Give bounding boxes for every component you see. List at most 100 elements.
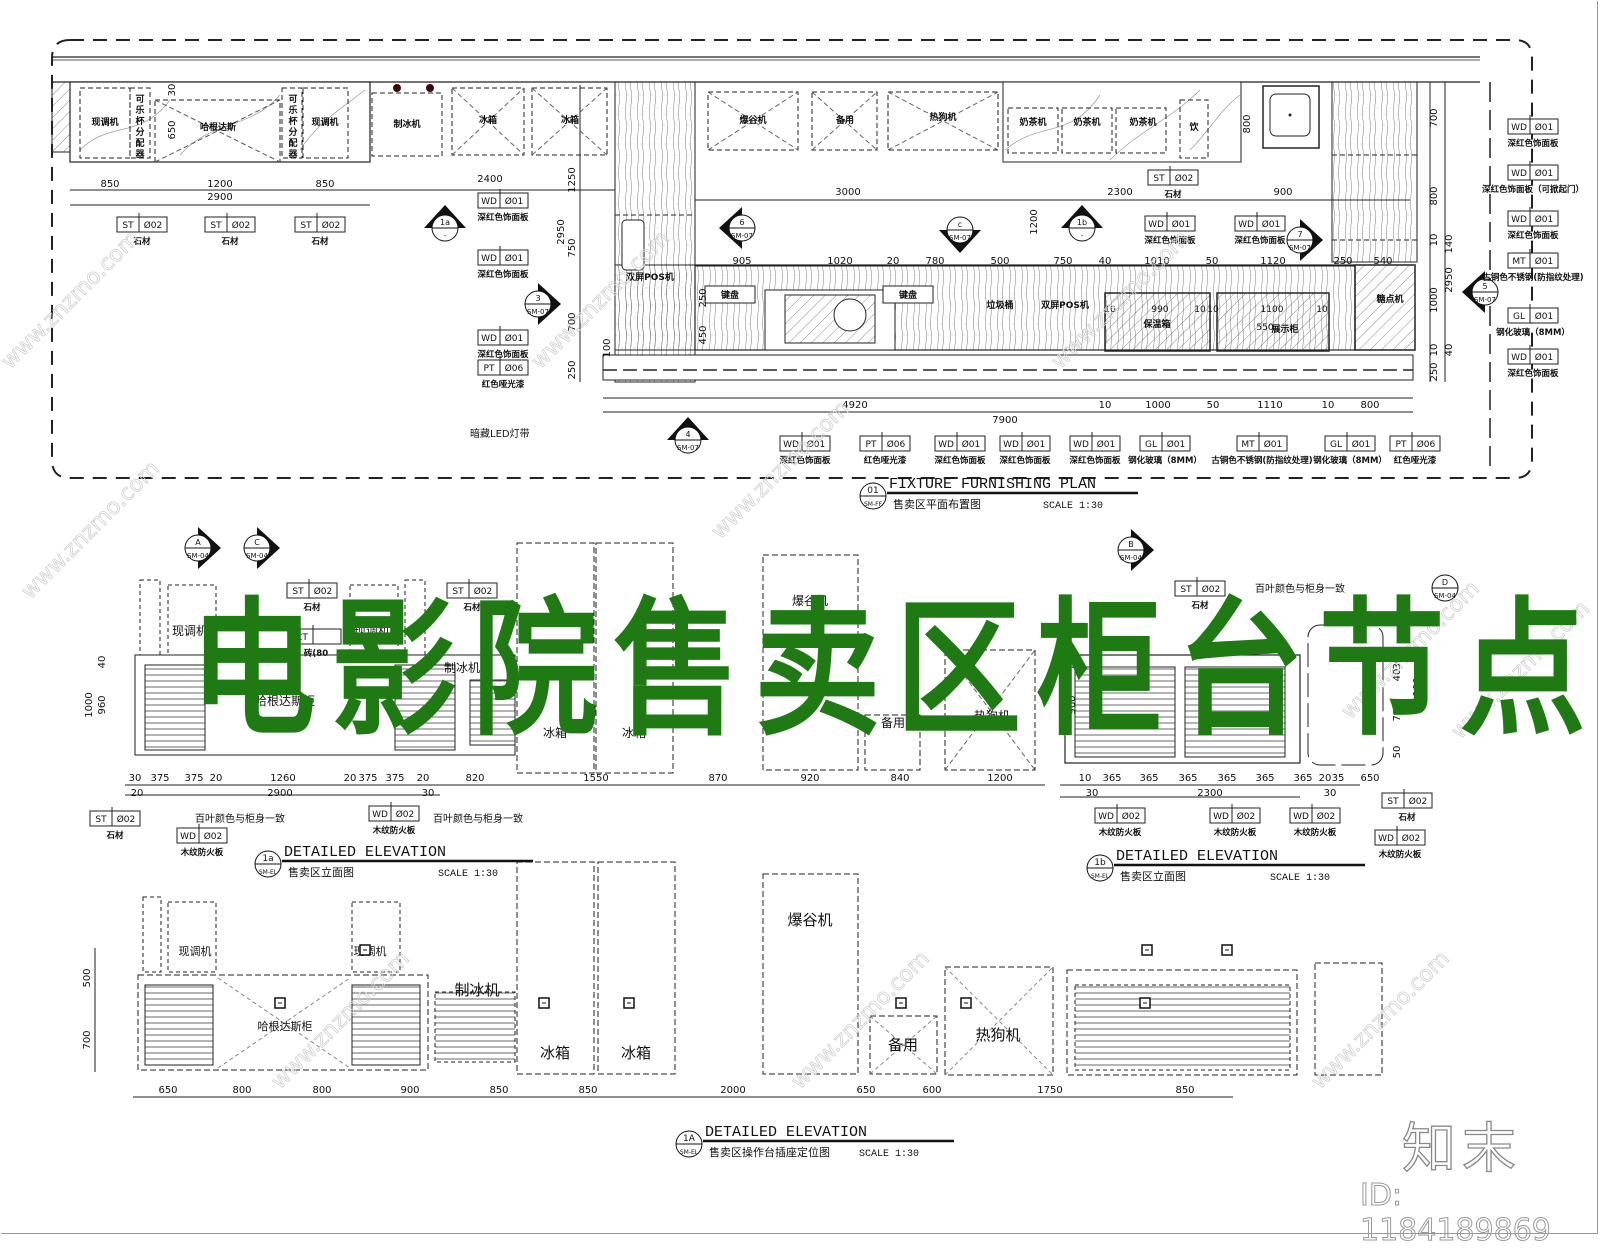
section-marker-7[interactable]: 7SM-07 (1286, 219, 1323, 261)
electrical-socket-icon (1139, 997, 1151, 1009)
back-counter-stone (69, 81, 371, 163)
dimension-text: 800 (1242, 114, 1253, 133)
material-code: PT (1396, 440, 1407, 450)
back-counter-item-label: 现调机 (311, 116, 338, 128)
material-code: WD (938, 440, 954, 450)
dimension-text: 700 (567, 312, 578, 331)
dimension-text: 20 (417, 773, 430, 784)
marker-sheet: SM-07 (731, 232, 753, 240)
dimension-text: 905 (732, 256, 751, 267)
marker-sheet: SM-07 (1289, 244, 1311, 252)
dimension-text: 1200 (987, 773, 1012, 784)
dimension-text: 40 (1099, 256, 1112, 267)
section-marker-5[interactable]: 5SM-07 (1462, 271, 1499, 313)
dimension-text: 365 (1139, 773, 1158, 784)
material-code: ST (292, 587, 304, 597)
front-counter-item-label: 垃圾桶 (986, 299, 1013, 311)
dimension-text: 750 (567, 238, 578, 257)
material-number: Ø06 (1417, 439, 1436, 450)
elevation-marker-A[interactable]: ASM-04 (184, 527, 221, 569)
dimension-text: 30 (422, 788, 435, 799)
front-counter-item-label: 保温箱 (1142, 318, 1170, 330)
material-number: Ø01 (505, 196, 524, 207)
dimension-text: 250 (698, 288, 709, 307)
elevation-marker-B[interactable]: BSM-04 (1117, 529, 1154, 571)
material-description: 木纹防火板 (1098, 827, 1142, 838)
material-description: 古铜色不锈钢(防指纹处理) (1482, 272, 1583, 283)
material-description: 深红色饰面板 (779, 455, 831, 466)
dimension-text: 375 (385, 773, 404, 784)
dimension-text: 365 (1217, 773, 1236, 784)
front-counter-item-label: 双屏POS机 (1041, 299, 1089, 311)
material-code: WD (1511, 353, 1527, 363)
front-counter-item-label: 键盘 (898, 289, 917, 301)
dimension-text: 30 (129, 773, 142, 784)
dimension-text: 40 (97, 656, 108, 669)
marker-number: 6 (739, 218, 744, 227)
material-number: Ø02 (117, 814, 136, 825)
material-code: ST (210, 221, 222, 231)
dimension-text: 50 (1207, 400, 1220, 411)
material-description: 深红色饰面板 (1234, 235, 1286, 246)
section-marker-6[interactable]: 6SM-07 (719, 207, 756, 249)
material-description: 钢化玻璃（8MM） (1496, 327, 1570, 338)
material-description: 木纹防火板 (1378, 849, 1422, 860)
back-counter-item-label: 备用 (835, 114, 854, 126)
material-code: WD (481, 197, 497, 207)
dimension-text: 1110 (1257, 400, 1282, 411)
dimension-text: 140 (1444, 234, 1455, 253)
dimension-text: 3000 (835, 187, 860, 198)
title-en: DETAILED ELEVATION (705, 1124, 867, 1141)
elevation-1a-item-label: 哈根达斯柜 (255, 694, 315, 708)
material-code: ST (1387, 797, 1399, 807)
dimension-text: 40 (1067, 656, 1078, 669)
marker-number: 3 (535, 294, 540, 303)
material-description: 深红色饰面板 (1069, 455, 1121, 466)
dimension-text: 800 (232, 1085, 251, 1096)
material-number: Ø02 (314, 586, 333, 597)
dimension-text: 10 (1429, 234, 1440, 247)
elevation-1A (94, 861, 1383, 1098)
back-counter-item-label: 可 (135, 94, 144, 105)
electrical-socket-icon (1141, 944, 1153, 956)
back-counter-item-label: 冰箱 (561, 114, 579, 126)
dimension-text: 250 (1333, 256, 1352, 267)
elevation-marker-C[interactable]: CSM-04 (243, 527, 280, 569)
title-en: DETAILED ELEVATION (1116, 848, 1278, 865)
dimension-text: 870 (708, 773, 727, 784)
section-marker-1a[interactable]: 1a- (424, 205, 466, 242)
section-marker-4[interactable]: 4SM-07 (667, 417, 709, 454)
marker-number: c (958, 220, 962, 229)
material-number: Ø02 (396, 809, 415, 820)
section-marker-3[interactable]: 3SM-07 (524, 283, 561, 325)
material-code: ST (122, 221, 134, 231)
material-code: ST (95, 815, 107, 825)
back-counter-item-label: 杯 (288, 115, 298, 127)
marker-sheet: - (444, 232, 447, 240)
section-marker-1b[interactable]: 1b- (1061, 205, 1103, 242)
section-marker-c[interactable]: cSM-07 (939, 216, 981, 253)
dimension-text: 1000 (1145, 400, 1170, 411)
back-counter-item-label: 奶茶机 (1018, 116, 1046, 128)
dimension-text: 500 (82, 968, 93, 987)
dimension-text: 10 (1104, 305, 1116, 315)
dimension-text: 820 (465, 773, 484, 784)
title-cn: 售卖区平面布置图 (893, 497, 981, 511)
elevation-1b (1060, 624, 1384, 798)
elevation-1A-item-label: 现调机 (179, 944, 212, 958)
electrical-socket-icon (623, 997, 635, 1009)
elevation-1a-item-label: 制冰机 (444, 661, 480, 675)
front-counter-item-label: 双屏POS机 (626, 271, 674, 283)
dimension-text: 840 (890, 773, 909, 784)
elevation-marker-D[interactable]: DSM-04 (1431, 574, 1459, 602)
